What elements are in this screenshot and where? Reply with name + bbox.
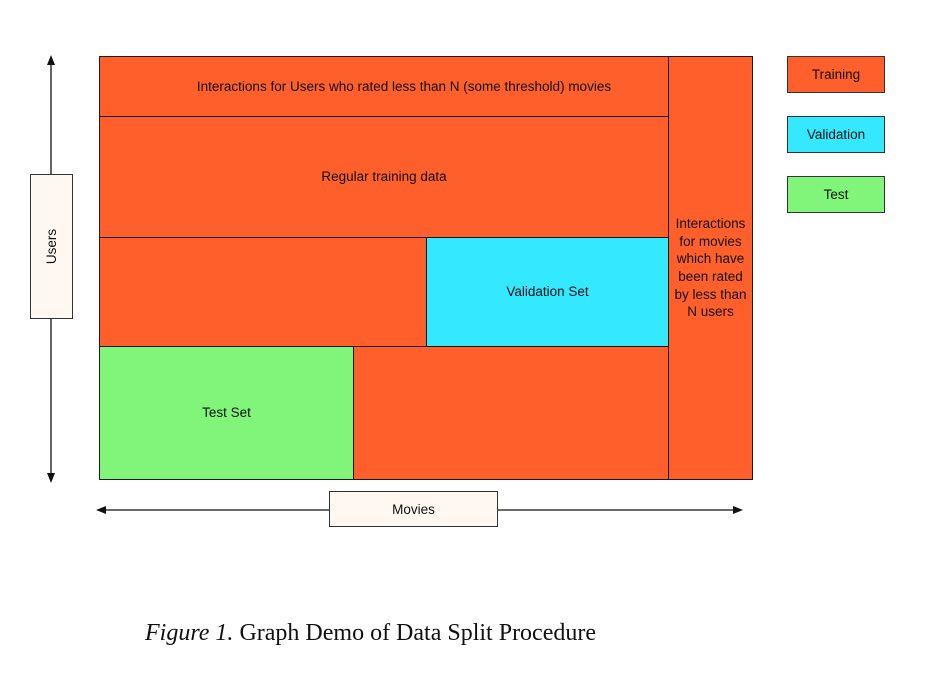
block-validation-set-label: Validation Set <box>506 284 589 300</box>
block-low-movie-interactions: Interactions for movies which have been … <box>668 56 753 480</box>
block-test-set: Test Set <box>99 346 354 480</box>
block-test-set-label: Test Set <box>202 405 251 421</box>
legend-validation: Validation <box>787 116 885 153</box>
block-regular-training: Regular training data <box>99 116 669 238</box>
users-axis-label: Users <box>43 228 59 265</box>
movies-axis-label-box: Movies <box>329 491 498 527</box>
users-axis-label-box: Users <box>30 174 73 319</box>
block-training-right <box>353 346 669 480</box>
legend-training-label: Training <box>811 67 861 82</box>
block-regular-training-label: Regular training data <box>321 169 447 185</box>
legend-test-label: Test <box>823 187 849 202</box>
figure-caption-label: Figure 1. <box>145 620 234 646</box>
legend-training: Training <box>787 56 885 93</box>
legend-validation-label: Validation <box>806 127 866 142</box>
block-low-user-interactions: Interactions for Users who rated less th… <box>99 56 669 117</box>
block-training-left <box>99 237 427 347</box>
movies-axis-label: Movies <box>392 501 435 517</box>
figure-caption-text: Graph Demo of Data Split Procedure <box>239 620 597 646</box>
block-low-user-interactions-label: Interactions for Users who rated less th… <box>196 78 612 94</box>
figure-caption: Figure 1. Graph Demo of Data Split Proce… <box>145 620 596 647</box>
block-validation-set: Validation Set <box>426 237 669 347</box>
legend-test: Test <box>787 176 885 213</box>
block-low-movie-interactions-label: Interactions for movies which have been … <box>674 216 747 320</box>
